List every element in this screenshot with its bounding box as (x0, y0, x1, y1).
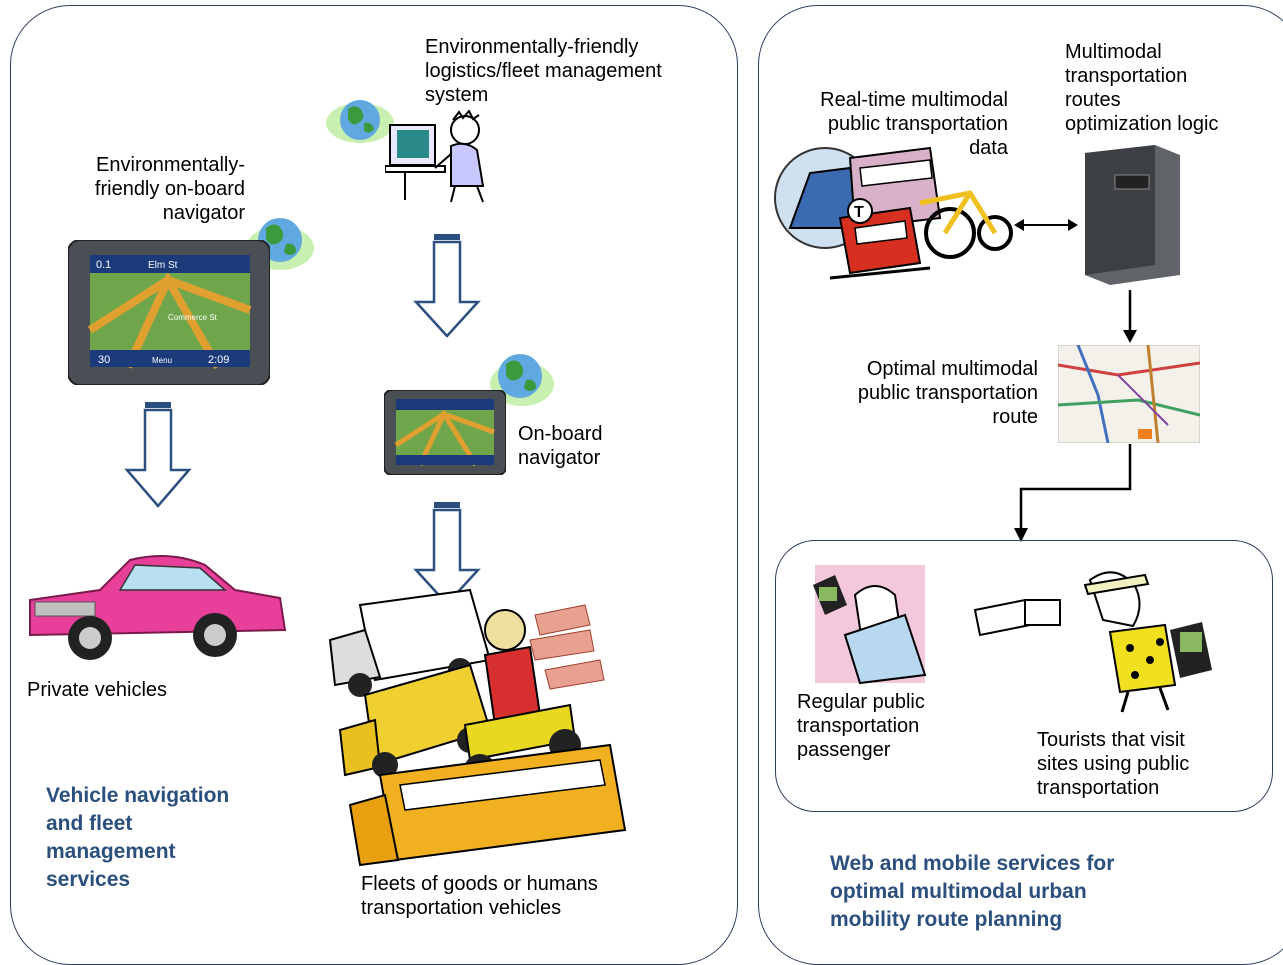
gps-distance: 0.1 (96, 259, 111, 271)
left-panel-heading: Vehicle navigation and fleet management … (46, 784, 230, 891)
users-panel (775, 540, 1273, 812)
private-vehicles-label: Private vehicles (27, 679, 168, 701)
eco-navigator-label: Environmentally- friendly on-board navig… (94, 154, 245, 224)
globe-icon (490, 354, 554, 406)
down-arrow-icon (1123, 290, 1137, 343)
route-map-image (1058, 345, 1200, 443)
optimal-route-label: Optimal multimodal public transportation… (857, 358, 1038, 428)
onboard-navigator-label: On-board navigator (518, 423, 603, 469)
gps-street: Elm St (148, 260, 178, 271)
onboard-navigator-device (384, 390, 506, 475)
down-arrow-icon (413, 234, 481, 338)
realtime-data-label: Real-time multimodal public transportati… (820, 89, 1008, 159)
passenger-label: Regular public transportation passenger (797, 691, 925, 761)
elbow-arrow-icon (1014, 444, 1132, 542)
optimization-logic-label: Multimodal transportation routes optimiz… (1065, 41, 1219, 135)
computer-operator-icon (385, 110, 485, 203)
passenger-image (813, 565, 927, 685)
gps-speed: 30 (98, 354, 110, 366)
tourist-image (973, 571, 1212, 713)
fleet-system-label: Environmentally-friendly logistics/fleet… (425, 36, 662, 106)
server-icon (1085, 145, 1180, 285)
fleet-vehicles-image (328, 588, 627, 867)
transit-badge: T (854, 204, 864, 221)
multimodal-transit-image: T (774, 146, 1013, 280)
gps-time: 2:09 (208, 354, 229, 366)
right-panel-heading: Web and mobile services for optimal mult… (830, 852, 1115, 931)
gps-navigator-device: 0.1 Elm St Commerce St 30 Menu 2:09 (68, 240, 270, 385)
globe-icon (326, 100, 394, 143)
tourists-label: Tourists that visit sites using public t… (1037, 729, 1190, 799)
gps-menu: Menu (152, 356, 172, 365)
private-car-image (29, 555, 287, 660)
down-arrow-icon (124, 402, 192, 508)
gps-cross-street: Commerce St (168, 313, 218, 322)
down-arrow-icon (413, 502, 481, 606)
bidirectional-arrow-icon (1014, 219, 1078, 231)
fleets-label: Fleets of goods or humans transportation… (361, 873, 598, 919)
